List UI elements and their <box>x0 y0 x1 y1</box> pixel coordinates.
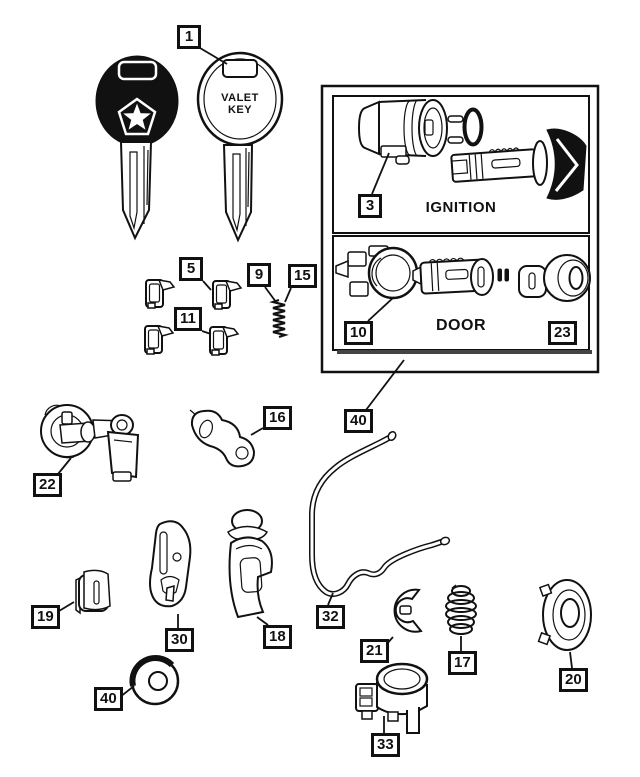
callout-19: 19 <box>31 605 60 629</box>
seal-disc <box>129 655 180 706</box>
ignition-lock-housing <box>357 99 448 165</box>
valet-key-line1: VALET <box>221 92 259 104</box>
slotted-lever <box>149 520 192 608</box>
callout-23: 23 <box>548 321 577 345</box>
tumbler-spring <box>269 298 289 339</box>
cap-disc <box>537 579 592 651</box>
door-pins <box>497 268 509 282</box>
door-section-label: DOOR <box>436 317 486 334</box>
e-clip <box>393 588 423 633</box>
valet-key-line2: KEY <box>227 104 253 116</box>
door-face-cap <box>518 265 547 298</box>
callout-16: 16 <box>263 406 292 430</box>
trunk-lock-assembly <box>40 404 140 482</box>
leader-lines <box>53 47 573 733</box>
callout-40-group: 40 <box>344 409 373 433</box>
callout-3: 3 <box>358 194 382 218</box>
callout-9: 9 <box>247 263 271 287</box>
callout-33: 33 <box>371 733 400 757</box>
callout-10: 10 <box>344 321 373 345</box>
callout-20: 20 <box>559 668 588 692</box>
ignition-cylinder <box>450 128 587 200</box>
callout-17: 17 <box>448 651 477 675</box>
cylinder-sleeve <box>227 509 273 619</box>
ignition-knob <box>546 128 587 200</box>
switch-housing <box>355 662 429 734</box>
door-lock-retainer <box>335 245 419 300</box>
ignition-pins <box>447 115 464 144</box>
pentastar-icon <box>117 97 157 136</box>
callout-5: 5 <box>179 257 203 281</box>
callout-15: 15 <box>288 264 317 288</box>
callout-40-seal: 40 <box>94 687 123 711</box>
callout-32: 32 <box>316 605 345 629</box>
slide-block <box>75 569 111 615</box>
door-grommet <box>543 254 591 302</box>
lock-lever <box>189 409 256 468</box>
ignition-section-label: IGNITION <box>425 199 497 216</box>
callout-11: 11 <box>174 307 202 331</box>
master-key <box>95 55 179 241</box>
callout-30: 30 <box>165 628 194 652</box>
coil-spring <box>445 584 477 635</box>
callout-22: 22 <box>33 473 62 497</box>
callout-18: 18 <box>263 625 292 649</box>
callout-1: 1 <box>177 25 201 49</box>
lock-rod <box>309 430 451 597</box>
o-ring <box>462 107 484 147</box>
valet-key-text: VALET KEY <box>212 92 268 116</box>
door-lock-cylinder <box>412 257 494 296</box>
callout-21: 21 <box>360 639 389 663</box>
valet-key <box>196 51 284 243</box>
